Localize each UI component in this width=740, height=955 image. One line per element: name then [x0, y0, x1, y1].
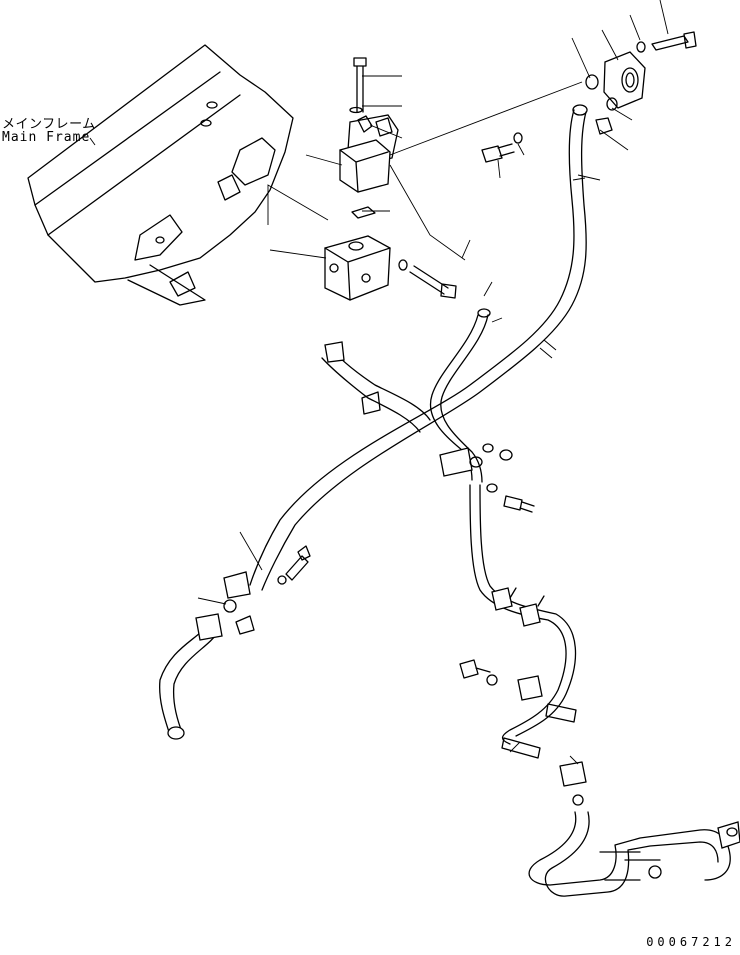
main-frame: [27, 44, 294, 306]
clamps-and-bolts: [439, 443, 577, 723]
leader-lines: [89, 0, 669, 765]
drawing-number: 00067212: [646, 935, 736, 949]
main-frame-label-jp: メインフレーム: [2, 117, 96, 132]
pipes: [159, 341, 740, 897]
main-frame-label-en: Main Frame: [2, 130, 91, 145]
hose-routing: [249, 104, 588, 759]
upper-flange-assembly: [481, 31, 697, 163]
valve-assembly: [324, 57, 457, 301]
